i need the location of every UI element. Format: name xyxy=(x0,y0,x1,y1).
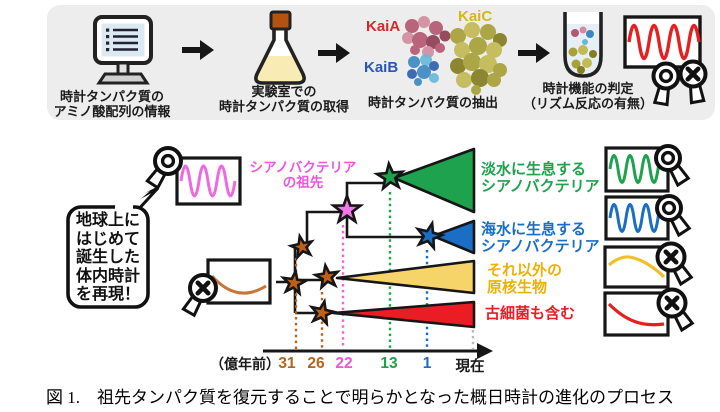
bubble-line: を再現！ xyxy=(75,286,140,304)
figure-caption: 図 1. 祖先タンパク質を復元することで明らかとなった概日時計の進化のプロセス xyxy=(46,388,674,407)
speech-bubble-text: 地球上に はじめて 誕生した 体内時計 を再現！ xyxy=(68,212,148,305)
judgement-o-magnifier-icon xyxy=(651,61,681,107)
branch-prokaryote-line2: 原核生物 xyxy=(487,279,548,296)
red-x-magnifier-icon xyxy=(656,287,694,332)
bubble-line: 体内時計 xyxy=(75,267,140,285)
judgement-x-magnifier-icon xyxy=(678,59,708,105)
step4-label-line1: 時計機能の判定 xyxy=(542,81,634,96)
axis-tick-1: 1 xyxy=(422,355,432,372)
flask-icon xyxy=(254,10,306,85)
bubble-line: はじめて xyxy=(75,230,140,248)
branch-freshwater-line1: 淡水に生息する xyxy=(481,161,587,178)
yellow-x-magnifier-icon xyxy=(655,241,693,286)
protein-structure-kaiC-icon xyxy=(450,22,507,95)
kaiA-label: KaiA xyxy=(366,18,401,35)
step4-label-line2: （リズム反応の有無） xyxy=(522,96,654,111)
step2-label-line2: 時計タンパク質の取得 xyxy=(218,99,350,114)
step2-label-line1: 実験室での xyxy=(251,84,317,99)
step3-label-line1: 時計タンパク質の抽出 xyxy=(367,95,499,110)
axis-tick-26: 26 xyxy=(307,355,325,372)
step1-label-line2: アミノ酸配列の情報 xyxy=(53,104,171,119)
protein-structure-kaiA-icon xyxy=(402,16,451,58)
ancestor-label-line1: シアノバクテリア xyxy=(249,160,357,175)
computer-monitor-icon xyxy=(93,15,153,85)
step1-label-line1: 時計タンパク質の xyxy=(59,89,165,104)
clade-triangles xyxy=(331,147,476,329)
damped-box-orange xyxy=(206,258,272,305)
branch-prokaryote-line1: それ以外の xyxy=(487,262,563,279)
speech-bubble xyxy=(66,186,160,309)
test-tube-icon xyxy=(563,12,603,78)
branch-seawater-line1: 海水に生息する xyxy=(481,221,587,238)
oscillation-box-pink xyxy=(175,156,242,206)
axis-unit-label: （億年前） xyxy=(210,356,280,372)
branch-freshwater-line2: シアノバクテリア xyxy=(481,178,600,195)
rhythm-box-green xyxy=(604,146,670,193)
blue-o-magnifier-icon xyxy=(655,194,691,237)
bubble-line: 地球上に xyxy=(75,212,140,229)
axis-tick-31: 31 xyxy=(278,355,296,372)
time-axis xyxy=(263,343,493,359)
damped-box-red xyxy=(603,291,670,337)
oscillation-box-red xyxy=(623,15,702,69)
protein-structure-kaiB-icon xyxy=(407,54,439,86)
arrow-right-icon xyxy=(182,40,550,63)
branch-seawater-line2: シアノバクテリア xyxy=(481,238,600,255)
workflow-banner xyxy=(47,5,715,120)
damped-box-yellow xyxy=(603,245,670,289)
bubble-line: 誕生した xyxy=(75,249,140,267)
axis-now-label: 現在 xyxy=(455,359,485,375)
no-rhythm-x-magnifier-icon xyxy=(181,273,218,317)
axis-tick-13: 13 xyxy=(380,355,398,372)
green-o-magnifier-icon xyxy=(654,144,690,187)
branch-archaea-line1: 古細菌も含む xyxy=(485,305,576,322)
axis-tick-22: 22 xyxy=(335,355,353,372)
ancestor-label-line2: の祖先 xyxy=(282,175,324,190)
kaiC-label: KaiC xyxy=(458,8,493,25)
kaiB-label: KaiB xyxy=(364,59,399,76)
ancestral-clock-o-magnifier-icon xyxy=(145,146,183,190)
